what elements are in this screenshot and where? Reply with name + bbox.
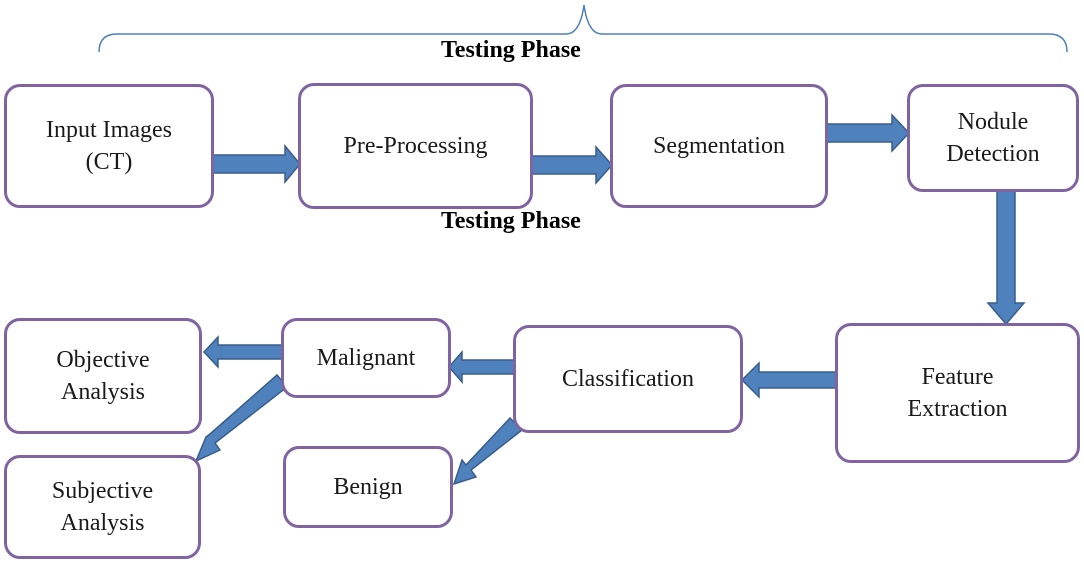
- node-feature-extraction: Feature Extraction: [835, 323, 1080, 463]
- node-benign: Benign: [283, 446, 453, 528]
- node-pre-processing: Pre-Processing: [298, 83, 533, 209]
- arrow-malignant-to-objective-analysis: [202, 335, 284, 369]
- node-subjective-analysis: Subjective Analysis: [4, 455, 201, 559]
- node-malignant: Malignant: [281, 318, 451, 398]
- node-classification: Classification: [513, 325, 743, 433]
- arrow-segmentation-to-nodule-detection: [825, 113, 911, 153]
- node-input-images: Input Images (CT): [4, 84, 214, 208]
- arrow-feature-extraction-to-classification: [740, 361, 838, 399]
- node-segmentation: Segmentation: [610, 84, 828, 208]
- phase-label-middle: Testing Phase: [441, 208, 581, 234]
- node-objective-analysis: Objective Analysis: [4, 318, 202, 434]
- arrow-nodule-detection-to-feature-extraction: [986, 190, 1026, 326]
- node-nodule-detection: Nodule Detection: [907, 84, 1079, 192]
- arrow-classification-to-benign: [452, 416, 524, 486]
- arrow-classification-to-malignant: [448, 349, 516, 385]
- phase-brace: [98, 4, 1068, 53]
- phase-label-top: Testing Phase: [441, 37, 581, 63]
- arrow-malignant-to-subjective-analysis: [194, 373, 289, 463]
- arrow-input-to-preprocessing: [211, 143, 301, 185]
- arrow-preprocessing-to-segmentation: [530, 145, 614, 185]
